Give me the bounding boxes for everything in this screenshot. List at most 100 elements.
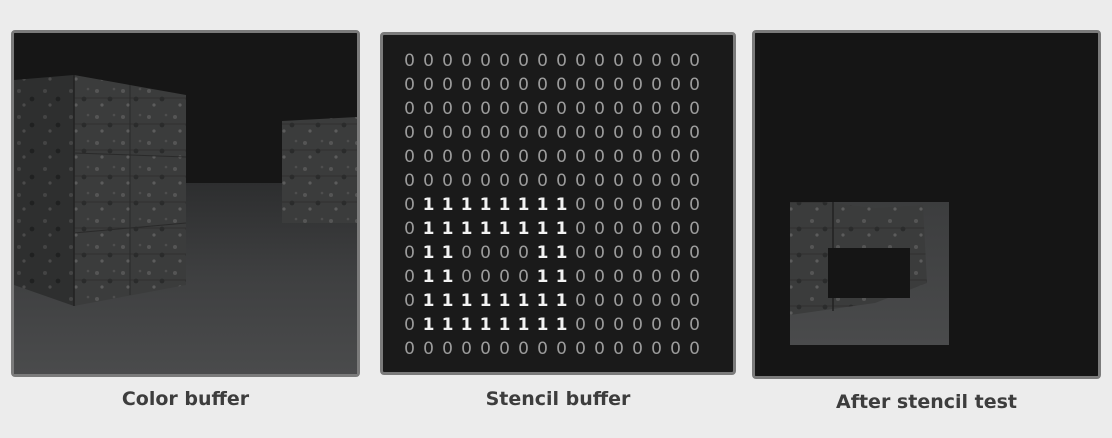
stencil-cell: 1 bbox=[555, 243, 568, 263]
stencil-cell: 1 bbox=[460, 195, 473, 215]
stencil-cell: 0 bbox=[518, 51, 529, 71]
stencil-cell: 0 bbox=[613, 99, 624, 119]
stencil-cell: 0 bbox=[404, 243, 415, 263]
stencil-cell: 0 bbox=[670, 291, 681, 311]
stencil-cell: 0 bbox=[594, 291, 605, 311]
stencil-cell: 1 bbox=[517, 195, 530, 215]
stencil-cell: 0 bbox=[442, 75, 453, 95]
stencil-cell: 1 bbox=[555, 267, 568, 287]
stencil-cell: 0 bbox=[632, 219, 643, 239]
stencil-cell: 0 bbox=[404, 291, 415, 311]
stencil-cell: 0 bbox=[518, 147, 529, 167]
stencil-buffer-caption: Stencil buffer bbox=[485, 388, 631, 410]
stencil-cell: 1 bbox=[422, 219, 435, 239]
stencil-cell: 1 bbox=[460, 315, 473, 335]
stencil-cell: 0 bbox=[537, 171, 548, 191]
stencil-cell: 0 bbox=[404, 147, 415, 167]
stencil-cell: 0 bbox=[575, 99, 586, 119]
stencil-cell: 0 bbox=[518, 75, 529, 95]
stencil-cell: 1 bbox=[422, 291, 435, 311]
stencil-cell: 0 bbox=[575, 339, 586, 359]
stencil-cell: 1 bbox=[555, 219, 568, 239]
stencil-cell: 0 bbox=[594, 315, 605, 335]
stencil-cell: 1 bbox=[479, 291, 492, 311]
stencil-cell: 1 bbox=[441, 315, 454, 335]
stencil-cell: 1 bbox=[536, 291, 549, 311]
stencil-cell: 0 bbox=[670, 267, 681, 287]
stencil-cell: 0 bbox=[556, 123, 567, 143]
stencil-cell: 1 bbox=[498, 219, 511, 239]
stencil-cell: 1 bbox=[498, 195, 511, 215]
stencil-cell: 0 bbox=[518, 123, 529, 143]
stencil-cell: 0 bbox=[632, 99, 643, 119]
stencil-cell: 0 bbox=[632, 267, 643, 287]
stencil-cell: 1 bbox=[517, 291, 530, 311]
stencil-cell: 0 bbox=[594, 195, 605, 215]
stencil-cell: 0 bbox=[556, 99, 567, 119]
stencil-cell: 0 bbox=[480, 267, 491, 287]
stencil-cell: 0 bbox=[499, 267, 510, 287]
stencil-cell: 1 bbox=[441, 219, 454, 239]
stencil-cell: 0 bbox=[689, 171, 700, 191]
stencil-cell: 0 bbox=[537, 123, 548, 143]
stencil-cell: 0 bbox=[480, 339, 491, 359]
stencil-cell: 0 bbox=[499, 75, 510, 95]
stencil-cell: 1 bbox=[422, 315, 435, 335]
stencil-cell: 1 bbox=[479, 219, 492, 239]
stencil-cell: 0 bbox=[461, 147, 472, 167]
after-stencil-panel bbox=[752, 30, 1101, 379]
stencil-cell: 1 bbox=[422, 243, 435, 263]
stencil-cell: 0 bbox=[537, 75, 548, 95]
stencil-cell: 0 bbox=[632, 243, 643, 263]
stencil-cell: 0 bbox=[670, 195, 681, 215]
stencil-cell: 1 bbox=[517, 315, 530, 335]
stencil-cell: 0 bbox=[423, 339, 434, 359]
stencil-cell: 1 bbox=[479, 195, 492, 215]
color-buffer-scene bbox=[14, 33, 357, 374]
stencil-cell: 0 bbox=[575, 267, 586, 287]
stencil-cell: 0 bbox=[404, 75, 415, 95]
stencil-cell: 0 bbox=[537, 99, 548, 119]
stencil-cell: 0 bbox=[423, 75, 434, 95]
stencil-cell: 0 bbox=[461, 171, 472, 191]
stencil-cell: 0 bbox=[632, 51, 643, 71]
stencil-cell: 0 bbox=[651, 123, 662, 143]
stencil-cell: 1 bbox=[555, 195, 568, 215]
stencil-cell: 0 bbox=[423, 171, 434, 191]
stencil-cell: 1 bbox=[536, 267, 549, 287]
stencil-cell: 0 bbox=[670, 75, 681, 95]
stencil-cell: 0 bbox=[575, 123, 586, 143]
stencil-cell: 0 bbox=[537, 339, 548, 359]
stencil-cell: 0 bbox=[594, 219, 605, 239]
stencil-cell: 0 bbox=[461, 243, 472, 263]
stencil-cell: 0 bbox=[404, 195, 415, 215]
stencil-cell: 0 bbox=[651, 99, 662, 119]
stencil-cell: 0 bbox=[461, 99, 472, 119]
stencil-cell: 0 bbox=[613, 195, 624, 215]
stencil-cell: 0 bbox=[442, 147, 453, 167]
stencil-cell: 0 bbox=[461, 75, 472, 95]
stencil-cell: 0 bbox=[499, 51, 510, 71]
stencil-cell: 0 bbox=[499, 243, 510, 263]
stencil-cell: 0 bbox=[613, 315, 624, 335]
stencil-cell: 0 bbox=[518, 339, 529, 359]
stencil-cell: 0 bbox=[480, 123, 491, 143]
stencil-cell: 0 bbox=[632, 75, 643, 95]
stencil-cell: 0 bbox=[613, 147, 624, 167]
stencil-cell: 0 bbox=[575, 219, 586, 239]
stencil-cell: 0 bbox=[670, 315, 681, 335]
stencil-cell: 0 bbox=[575, 147, 586, 167]
stencil-cell: 1 bbox=[536, 219, 549, 239]
stencil-cell: 0 bbox=[632, 147, 643, 167]
stencil-cell: 1 bbox=[536, 243, 549, 263]
stencil-cell: 1 bbox=[536, 195, 549, 215]
stencil-cell: 0 bbox=[575, 291, 586, 311]
stencil-cell: 0 bbox=[613, 51, 624, 71]
stencil-cell: 0 bbox=[689, 147, 700, 167]
stencil-cell: 0 bbox=[651, 51, 662, 71]
stencil-cell: 0 bbox=[518, 99, 529, 119]
stencil-cell: 0 bbox=[442, 339, 453, 359]
stencil-cell: 0 bbox=[404, 171, 415, 191]
stencil-cell: 0 bbox=[689, 195, 700, 215]
stencil-cell: 0 bbox=[461, 51, 472, 71]
